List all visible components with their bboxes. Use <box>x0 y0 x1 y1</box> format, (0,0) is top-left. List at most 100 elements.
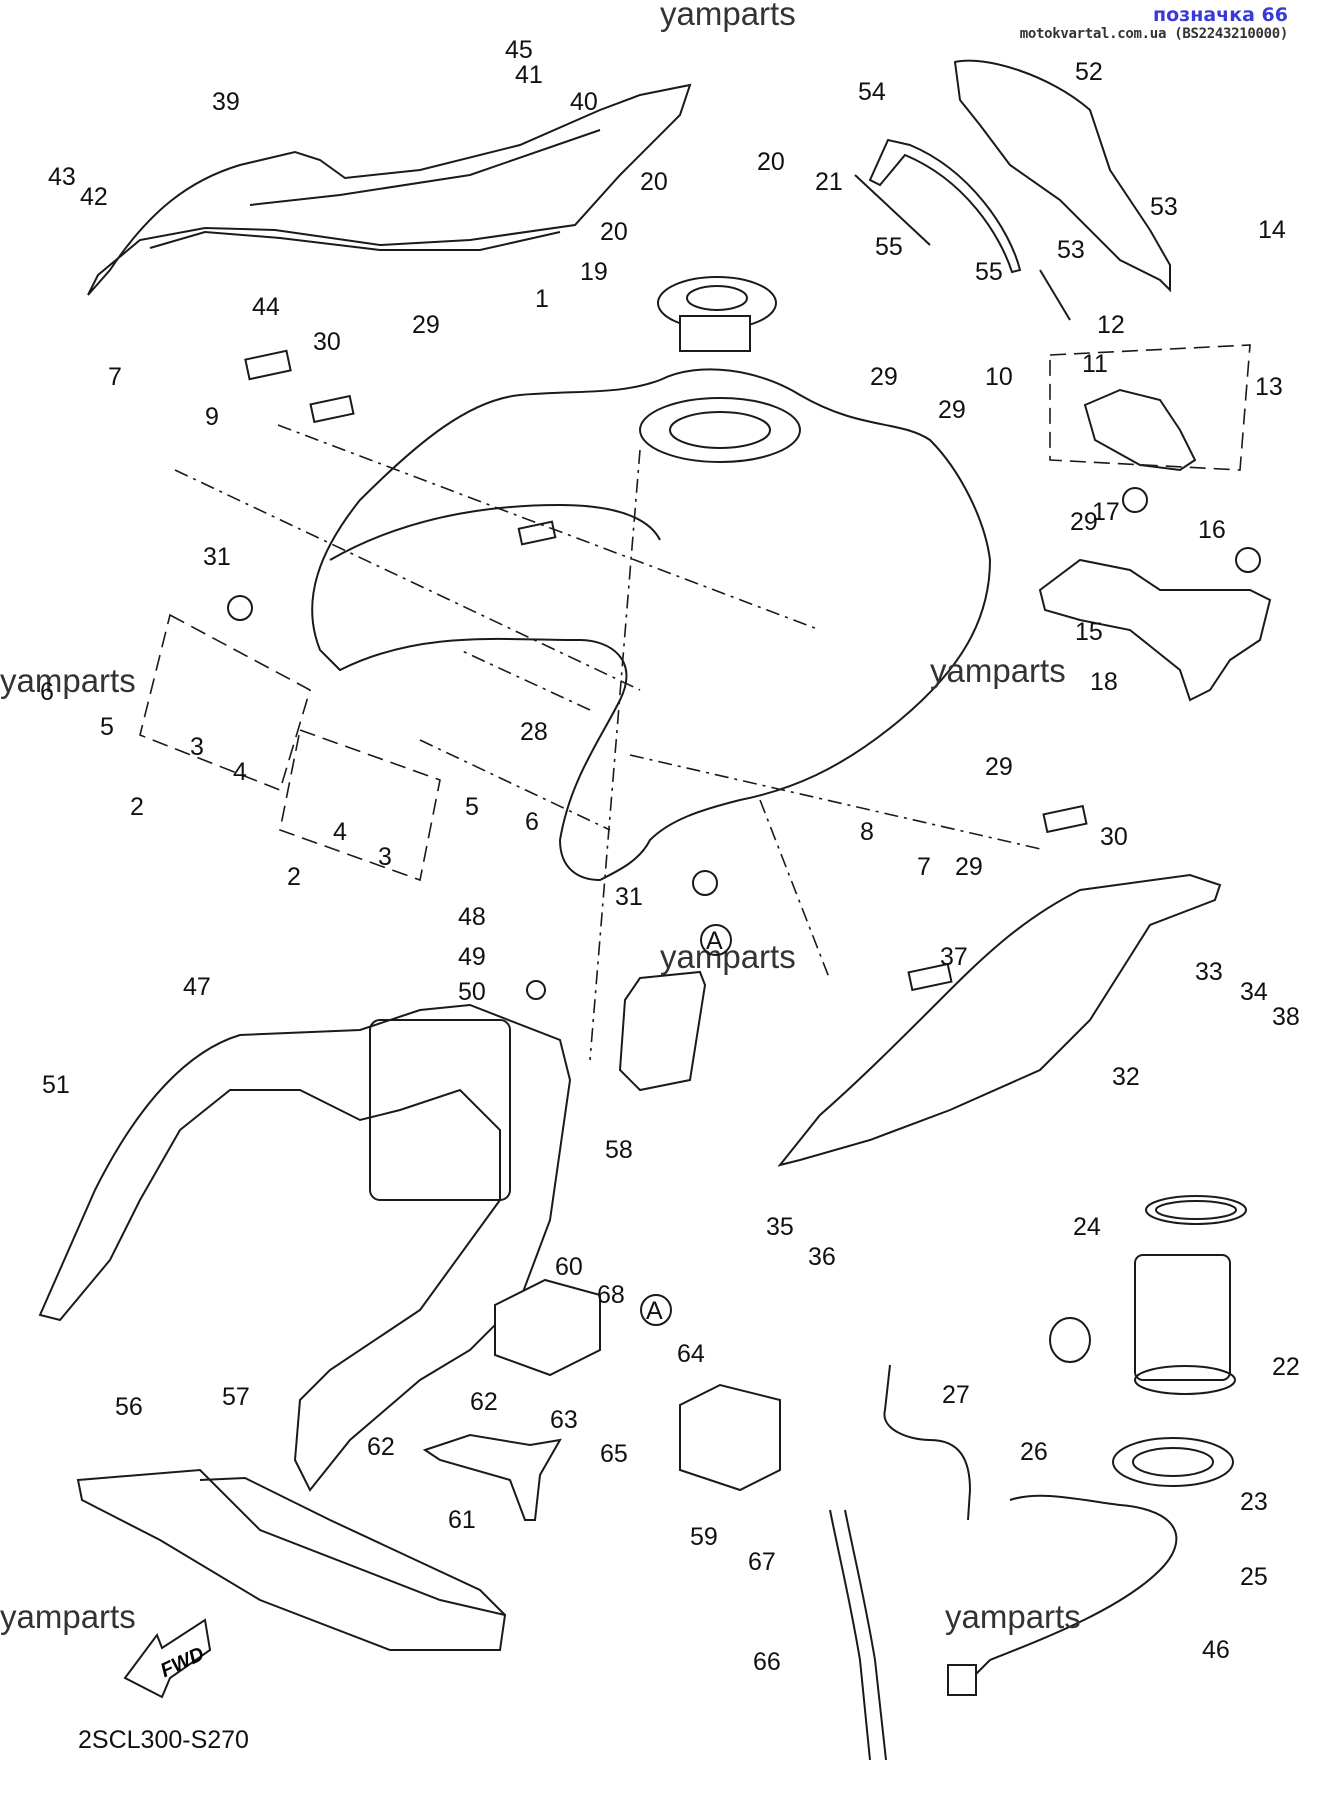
side-cover-right <box>777 873 1222 1167</box>
callout-5b: 5 <box>465 793 479 821</box>
pad-44 <box>244 349 292 381</box>
callout-21: 21 <box>815 168 843 196</box>
side-cover-left-upper <box>87 83 692 296</box>
callout-4a: 4 <box>233 758 247 786</box>
pump-gasket-ring <box>1145 1195 1247 1225</box>
breather-hose <box>883 1364 972 1521</box>
callout-65: 65 <box>600 1440 628 1468</box>
callout-55b: 55 <box>975 258 1003 286</box>
callout-labels: 4541403943424430291202020211954525353555… <box>40 36 1300 1676</box>
callout-29d: 29 <box>1070 508 1098 536</box>
callout-31b: 31 <box>615 883 643 911</box>
source-catalog-code: motokvartal.com.ua (BS2243210000) <box>1019 26 1289 42</box>
forward-direction-arrow: FWD <box>123 1618 212 1699</box>
callout-30b: 30 <box>1100 823 1128 851</box>
callout-6b: 6 <box>525 808 539 836</box>
callout-16: 16 <box>1198 516 1226 544</box>
gasket-plate <box>618 970 707 1092</box>
pad-30 <box>309 394 355 424</box>
grommet-31 <box>227 595 253 621</box>
callout-18: 18 <box>1090 668 1118 696</box>
callout-53b: 53 <box>1150 193 1178 221</box>
callout-45: 45 <box>505 36 533 64</box>
callout-30a: 30 <box>313 328 341 356</box>
canister <box>679 1383 781 1492</box>
watermark-top: yamparts <box>660 0 796 32</box>
callout-3b: 3 <box>378 843 392 871</box>
callout-62b: 62 <box>470 1388 498 1416</box>
pump-retaining-plate <box>1112 1437 1234 1487</box>
callout-12: 12 <box>1097 311 1125 339</box>
callout-68: 68 <box>597 1281 625 1309</box>
callout-52: 52 <box>1075 58 1103 86</box>
callout-60: 60 <box>555 1253 583 1281</box>
callout-7b: 7 <box>917 853 931 881</box>
watermark-bottom-left: yamparts <box>0 1598 136 1635</box>
svg-text:A: A <box>706 927 723 955</box>
pad-57 <box>199 1476 506 1616</box>
callout-29e: 29 <box>985 753 1013 781</box>
watermark-center: yamparts <box>660 938 796 975</box>
drain-hose <box>829 1509 887 1761</box>
bracket <box>1038 558 1272 702</box>
callout-31a: 31 <box>203 543 231 571</box>
callout-43: 43 <box>48 163 76 191</box>
callout-2b: 2 <box>287 863 301 891</box>
callout-42: 42 <box>80 183 108 211</box>
callout-6a: 6 <box>40 678 54 706</box>
callout-66: 66 <box>753 1648 781 1676</box>
callout-13: 13 <box>1255 373 1283 401</box>
diagram-reference-title: позначка 66 <box>1153 4 1288 26</box>
callout-29f: 29 <box>955 853 983 881</box>
pad-56 <box>76 1468 507 1651</box>
fuel-pump <box>1134 1254 1231 1381</box>
callout-17: 17 <box>1092 498 1120 526</box>
callout-2a: 2 <box>130 793 144 821</box>
callout-11: 11 <box>1082 350 1108 378</box>
callout-26: 26 <box>1020 1438 1048 1466</box>
watermark-right: yamparts <box>930 652 1066 689</box>
callout-3a: 3 <box>190 733 204 761</box>
part-outlines <box>38 59 1272 1761</box>
callout-64: 64 <box>677 1340 705 1368</box>
callout-14: 14 <box>1258 216 1286 244</box>
callout-51: 51 <box>42 1071 70 1099</box>
callout-47: 47 <box>183 973 211 1001</box>
callout-4b: 4 <box>333 818 347 846</box>
callout-20b: 20 <box>600 218 628 246</box>
upper-cowl-right <box>953 59 1171 293</box>
callout-33: 33 <box>1195 958 1223 986</box>
callout-19: 19 <box>580 258 608 286</box>
callout-55a: 55 <box>875 233 903 261</box>
callout-36: 36 <box>808 1243 836 1271</box>
callout-39: 39 <box>212 88 240 116</box>
callout-27: 27 <box>942 1381 970 1409</box>
reference-marker-a-2: A <box>640 1294 672 1326</box>
callout-9: 9 <box>205 403 219 431</box>
callout-41: 41 <box>515 61 543 89</box>
callout-24: 24 <box>1073 1213 1101 1241</box>
callout-7a: 7 <box>108 363 122 391</box>
watermark-bottom-right: yamparts <box>945 1598 1081 1635</box>
callout-29b: 29 <box>870 363 898 391</box>
svg-text:A: A <box>646 1297 663 1325</box>
side-shroud-left <box>38 1003 572 1492</box>
callout-5a: 5 <box>100 713 114 741</box>
callout-46: 46 <box>1202 1636 1230 1664</box>
callout-22: 22 <box>1272 1353 1300 1381</box>
callout-25: 25 <box>1240 1563 1268 1591</box>
callout-15: 15 <box>1075 618 1103 646</box>
callout-29c: 29 <box>938 396 966 424</box>
callout-50: 50 <box>458 978 486 1006</box>
callout-61: 61 <box>448 1506 476 1534</box>
callout-32: 32 <box>1112 1063 1140 1091</box>
callout-38: 38 <box>1272 1003 1300 1031</box>
callout-62a: 62 <box>367 1433 395 1461</box>
callout-28: 28 <box>520 718 548 746</box>
diagram-code: 2SCL300-S270 <box>78 1726 249 1754</box>
callout-54: 54 <box>858 78 886 106</box>
callout-49: 49 <box>458 943 486 971</box>
callout-67: 67 <box>748 1548 776 1576</box>
grommet-17 <box>1122 487 1148 513</box>
